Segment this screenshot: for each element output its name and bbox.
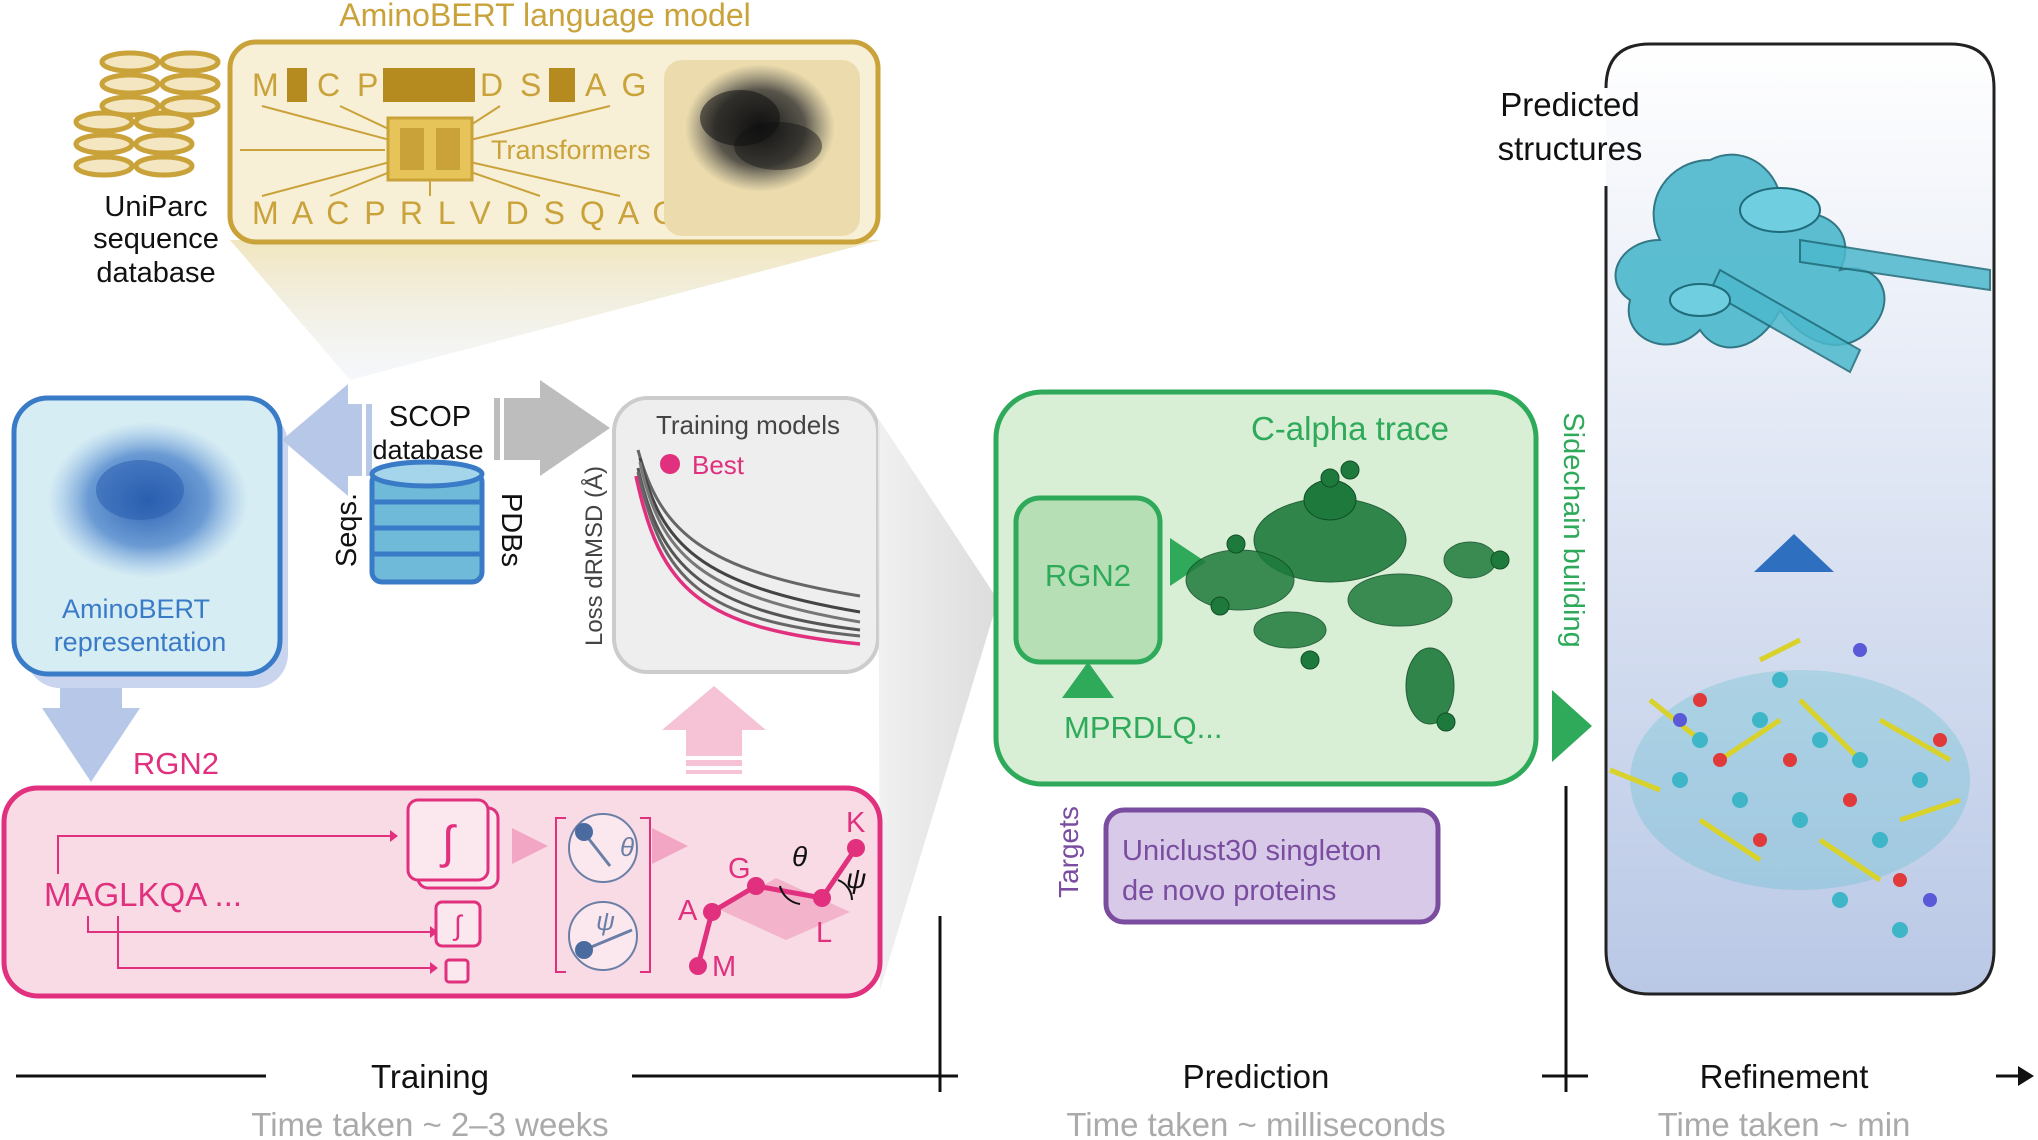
unit-block-tiny [444,958,470,984]
angle-matrix [555,817,651,973]
psi-arc [837,879,853,901]
transformers-label: Transformers [491,135,651,165]
refinement-border [1604,42,1996,996]
loss-curves [634,449,861,646]
rgn2-sequence: MAGLKQA ... [44,876,242,913]
aminobert-cloud [685,64,835,192]
psi-dial-label: ψ [596,906,615,936]
timeline [16,786,2028,1092]
backbone-theta: θ [792,841,807,872]
residue-g: G [728,853,751,885]
connector-head-3 [430,962,438,974]
uniparc-label-3: database [96,257,215,289]
residue-a: A [678,895,698,927]
targets-label: Targets [1053,806,1084,898]
rgn2-arrow-1 [512,828,548,864]
uniparc-database-icon [73,50,221,178]
prediction-time-label: Time taken ~ milliseconds [1066,1106,1445,1140]
scop-label-1: SCOP [389,401,471,433]
residue-k: K [846,807,866,839]
calpha-arrow-up [1062,662,1114,698]
integral-large: ∫ [439,816,457,868]
integral-block-front [406,798,490,882]
calpha-input-seq: MPRDLQ... [1064,710,1222,745]
integral-small: ∫ [452,910,464,941]
loss-axis-label: Loss dRMSD (Å) [580,466,608,646]
residue-l: L [816,917,832,949]
theta-pivot [575,823,593,841]
arrow-representation-to-rgn2 [42,688,140,782]
masked-seq-ag: A G [585,67,650,103]
calpha-rgn2-label: RGN2 [1045,558,1131,593]
rgn2-connectors [57,835,432,969]
seqs-label: Seqs. [331,493,363,567]
refinement-arrow-up [1754,534,1834,572]
targets-box [1103,807,1441,925]
calpha-title: C-alpha trace [1251,410,1449,447]
masked-seq-m: M [252,67,283,103]
scop-database-icon [369,459,485,585]
predicted-label-1: Predicted [1500,86,1639,123]
arrow-scop-to-representation [282,384,372,496]
targets-line-2: de novo proteins [1122,875,1336,907]
aminobert-panel: AminoBERT language model M C P D S A G T… [227,0,881,380]
transformer-lines [240,105,621,197]
connector-head-1 [390,830,398,842]
backbone-psi: ψ [846,863,866,894]
connector-head-2 [430,926,438,938]
residue-m: M [712,951,736,983]
aminobert-title: AminoBERT language model [339,0,751,33]
best-marker [660,454,680,474]
uniparc-label-2: sequence [93,223,219,255]
training-stage-label: Training [371,1058,489,1095]
arrow-scop-to-training [494,380,610,476]
representation-label-2: representation [54,627,227,657]
transformer-unit-1 [400,128,424,170]
mask-block-3 [549,68,575,102]
sidechain-arrow [1552,690,1592,762]
timeline-arrowhead [2018,1066,2034,1086]
representation-cloud [48,422,248,578]
psi-pivot [575,941,593,959]
theta-dial-label: θ [620,832,634,862]
mask-block-2 [383,68,475,102]
arrow-rgn2-to-training [662,686,766,774]
representation-label-1: AminoBERT [62,594,210,624]
mask-block-1 [287,68,307,102]
masked-seq-ds: D S [480,67,545,103]
backbone-atoms [689,839,865,975]
transformer-unit-2 [436,128,460,170]
prediction-stage-label: Prediction [1183,1058,1330,1095]
aminobert-fan [230,240,880,380]
prediction-fan [878,418,998,990]
sidechain-label: Sidechain building [1557,412,1589,647]
refinement-stage-label: Refinement [1700,1058,1869,1095]
training-models-title: Training models [656,410,840,440]
refinement-time-label: Time taken ~ min [1658,1106,1911,1140]
full-sequence: M A C P R L V D S Q A G [252,195,680,231]
predicted-label-2: structures [1498,130,1643,167]
calpha-trace-structure [1185,460,1510,732]
rgn2-label: RGN2 [133,746,219,781]
rgn2-arrow-2 [652,828,688,864]
theta-arc [779,885,801,905]
ball-stick-structure [1609,637,1970,938]
integral-block-small [434,900,482,948]
training-time-label: Time taken ~ 2–3 weeks [251,1106,608,1140]
calpha-arrow-right [1170,538,1206,586]
targets-line-1: Uniclust30 singleton [1122,835,1382,867]
masked-seq-cp: C P [317,67,382,103]
uniparc-label-1: UniParc [104,191,207,223]
best-label: Best [692,450,745,480]
ribbon-structure [1614,153,1991,374]
pdbs-label: PDBs [495,493,527,567]
